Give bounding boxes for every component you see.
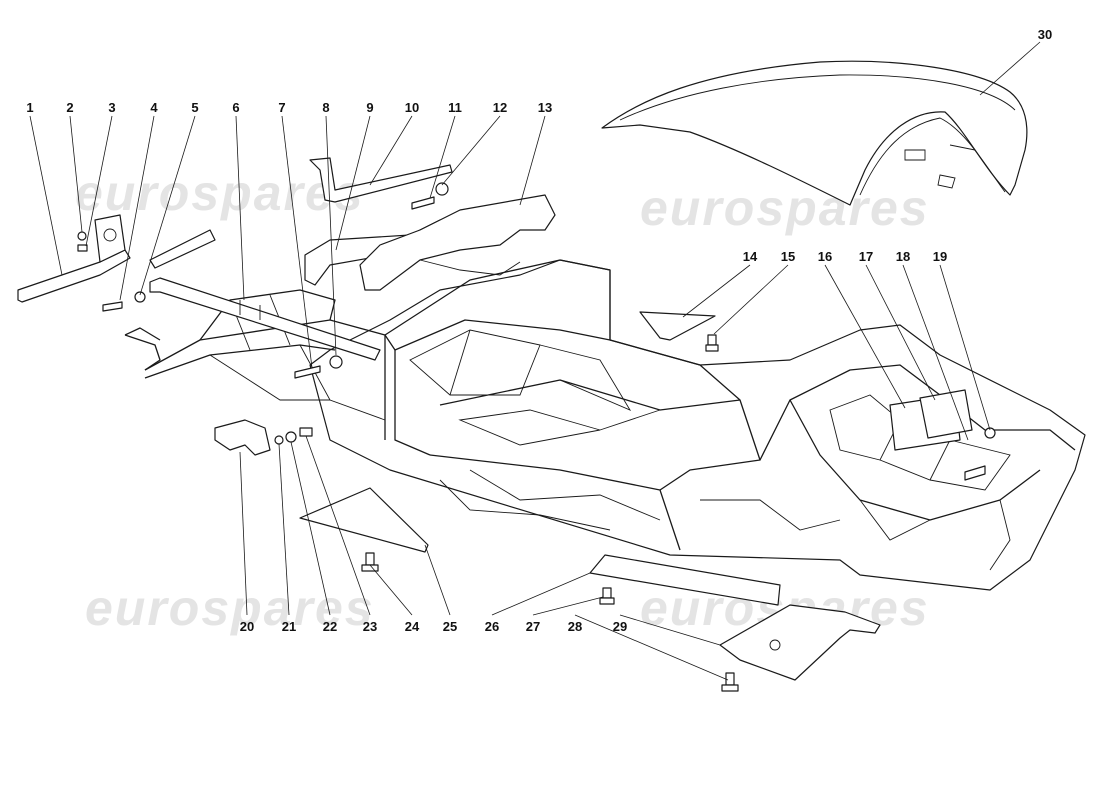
bolt-24	[361, 552, 379, 572]
callout-11: 11	[448, 100, 462, 115]
bolt-7	[294, 355, 343, 379]
callout-21: 21	[282, 619, 296, 634]
callout-28: 28	[568, 619, 582, 634]
callout-25: 25	[443, 619, 457, 634]
callout-15: 15	[781, 249, 795, 264]
bolt-19	[964, 427, 996, 481]
callout-7: 7	[278, 100, 285, 115]
left-rail	[17, 214, 131, 303]
callout-9: 9	[366, 100, 373, 115]
underfloor-plates	[299, 487, 881, 681]
callout-6: 6	[232, 100, 239, 115]
upper-rail	[309, 157, 453, 203]
bolt-27	[599, 587, 615, 605]
leader-lines	[29, 41, 1041, 681]
roof-panel	[601, 60, 1028, 206]
callout-29: 29	[613, 619, 627, 634]
callout-23: 23	[363, 619, 377, 634]
bolt-15	[705, 334, 719, 352]
bolt-11	[411, 182, 449, 210]
nut-2	[77, 231, 88, 252]
callout-12: 12	[493, 100, 507, 115]
bolt-28	[721, 672, 739, 692]
callout-18: 18	[896, 249, 910, 264]
front-upper-crossmember	[304, 194, 556, 291]
callout-4: 4	[150, 100, 158, 115]
callout-3: 3	[108, 100, 115, 115]
watermarks: eurospares eurospares eurospares eurospa…	[75, 165, 930, 636]
callout-26: 26	[485, 619, 499, 634]
bolt-4	[102, 291, 146, 312]
callout-17: 17	[859, 249, 873, 264]
longitudinal-member	[149, 229, 381, 361]
callout-labels: 1 2 3 4 5 6 7 8 9 10 11 12 13 14 15 16 1…	[26, 27, 1052, 634]
washers-21-23	[274, 427, 313, 445]
watermark-text: eurospares	[640, 180, 930, 236]
callout-14: 14	[743, 249, 758, 264]
callout-22: 22	[323, 619, 337, 634]
callout-19: 19	[933, 249, 947, 264]
callout-27: 27	[526, 619, 540, 634]
callout-5: 5	[191, 100, 198, 115]
mount-bracket	[214, 419, 271, 456]
callout-1: 1	[26, 100, 33, 115]
callout-2: 2	[66, 100, 73, 115]
chassis-frame	[124, 259, 1086, 591]
callout-30: 30	[1038, 27, 1052, 42]
fasteners	[77, 182, 996, 692]
callout-8: 8	[322, 100, 329, 115]
callout-13: 13	[538, 100, 552, 115]
watermark-text: eurospares	[75, 165, 365, 221]
callout-16: 16	[818, 249, 832, 264]
callout-20: 20	[240, 619, 254, 634]
callout-10: 10	[405, 100, 419, 115]
watermark-text: eurospares	[85, 580, 375, 636]
triangular-plate	[639, 311, 716, 341]
callout-24: 24	[405, 619, 420, 634]
pad-assembly	[889, 389, 973, 451]
